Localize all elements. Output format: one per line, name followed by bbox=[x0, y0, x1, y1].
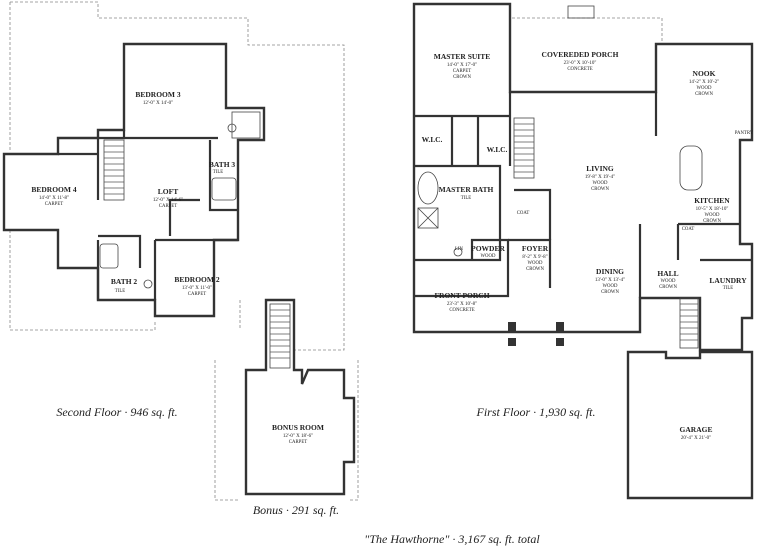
first-floor-plan: MASTER SUITE 14'-0" X 17'-0" CARPET CROW… bbox=[412, 2, 754, 500]
hall-finish2: CROWN bbox=[659, 285, 677, 290]
foyer-name: FOYER bbox=[522, 244, 549, 253]
plan-total-caption: "The Hawthorne" · 3,167 sq. ft. total bbox=[364, 532, 540, 546]
nook-name: NOOK bbox=[693, 69, 716, 78]
bath2-name: BATH 2 bbox=[111, 277, 138, 286]
coat2-name: COAT bbox=[682, 227, 695, 232]
master-suite-finish2: CROWN bbox=[453, 75, 471, 80]
loft-finish: CARPET bbox=[159, 204, 177, 209]
master-suite-dim: 14'-0" X 17'-0" bbox=[447, 63, 477, 68]
bedroom2-dim: 13'-0" X 11'-0" bbox=[182, 286, 212, 291]
kitchen-finish2: CROWN bbox=[703, 219, 721, 224]
living-name: LIVING bbox=[586, 164, 614, 173]
foyer-finish: WOOD bbox=[528, 261, 543, 266]
bonus-room-dim: 12'-0" X 18'-6" bbox=[283, 434, 313, 439]
loft-name: LOFT bbox=[158, 187, 178, 196]
foyer-finish2: CROWN bbox=[526, 267, 544, 272]
bedroom2-name: BEDROOM 2 bbox=[174, 275, 219, 284]
bath3-name: BATH 3 bbox=[209, 160, 236, 169]
dining-finish: WOOD bbox=[603, 284, 618, 289]
front-porch-finish: CONCRETE bbox=[449, 308, 474, 313]
master-bath-finish: TILE bbox=[461, 196, 471, 201]
garage-dim: 20'-4" X 21'-0" bbox=[681, 436, 711, 441]
dining-name: DINING bbox=[596, 267, 624, 276]
front-porch-name: FRONT PORCH bbox=[434, 291, 489, 300]
covered-porch-name: COVEREDED PORCH bbox=[542, 50, 619, 59]
powder-finish: WOOD bbox=[481, 254, 496, 259]
kitchen-name: KITCHEN bbox=[694, 196, 730, 205]
laundry-name: LAUNDRY bbox=[709, 276, 747, 285]
bonus-room-finish: CARPET bbox=[289, 440, 307, 445]
laundry-finish: TILE bbox=[723, 286, 733, 291]
loft-dim: 12'-0" X 14'-6" bbox=[153, 198, 183, 203]
kitchen-dim: 10'-5" X 18'-10" bbox=[696, 207, 729, 212]
first-floor-caption: First Floor · 1,930 sq. ft. bbox=[475, 405, 595, 419]
living-dim: 19'-8" X 19'-4" bbox=[585, 175, 615, 180]
nook-finish: WOOD bbox=[697, 86, 712, 91]
hall-name: HALL bbox=[657, 269, 678, 278]
bedroom3-dim: 12'-0" X 14'-0" bbox=[143, 101, 173, 106]
nook-finish2: CROWN bbox=[695, 92, 713, 97]
bonus-caption: Bonus · 291 sq. ft. bbox=[253, 503, 339, 517]
second-floor-plan: BEDROOM 3 12'-0" X 14'-0" BEDROOM 4 14'-… bbox=[2, 1, 359, 501]
bedroom4-dim: 14'-0" X 11'-8" bbox=[39, 196, 69, 201]
master-bath-name: MASTER BATH bbox=[439, 185, 494, 194]
wic2-name: W.I.C. bbox=[487, 145, 508, 154]
master-suite-finish: CARPET bbox=[453, 69, 471, 74]
master-suite-name: MASTER SUITE bbox=[434, 52, 490, 61]
dining-dim: 13'-0" X 13'-4" bbox=[595, 278, 625, 283]
bedroom4-name: BEDROOM 4 bbox=[31, 185, 76, 194]
hall-finish: WOOD bbox=[661, 279, 676, 284]
garage-name: GARAGE bbox=[680, 425, 713, 434]
covered-porch-dim: 23'-0" X 10'-10" bbox=[564, 61, 597, 66]
bonus-room-name: BONUS ROOM bbox=[272, 423, 324, 432]
second-floor-caption: Second Floor · 946 sq. ft. bbox=[56, 405, 177, 419]
nook-dim: 14'-2" X 10'-2" bbox=[689, 80, 719, 85]
bedroom3-name: BEDROOM 3 bbox=[135, 90, 180, 99]
living-finish: WOOD bbox=[593, 181, 608, 186]
dining-finish2: CROWN bbox=[601, 290, 619, 295]
living-finish2: CROWN bbox=[591, 187, 609, 192]
powder-name: POWDER bbox=[471, 244, 505, 253]
wic1-name: W.I.C. bbox=[422, 135, 443, 144]
coat1-name: COAT bbox=[517, 211, 530, 216]
bath2-finish: TILE bbox=[115, 289, 125, 294]
foyer-dim: 8'-2" X 9'-8" bbox=[522, 255, 547, 260]
pantry-name: PANTRY bbox=[735, 131, 754, 136]
front-porch-dim: 23'-3" X 10'-8" bbox=[447, 302, 477, 307]
covered-porch-finish: CONCRETE bbox=[567, 67, 592, 72]
bedroom2-finish: CARPET bbox=[188, 292, 206, 297]
bonus-room-plan: BONUS ROOM 12'-0" X 18'-6" CARPET bbox=[244, 298, 356, 496]
bedroom4-finish: CARPET bbox=[45, 202, 63, 207]
kitchen-finish: WOOD bbox=[705, 213, 720, 218]
lin-name: LIN bbox=[455, 247, 464, 252]
bath3-finish: TILE bbox=[213, 170, 223, 175]
